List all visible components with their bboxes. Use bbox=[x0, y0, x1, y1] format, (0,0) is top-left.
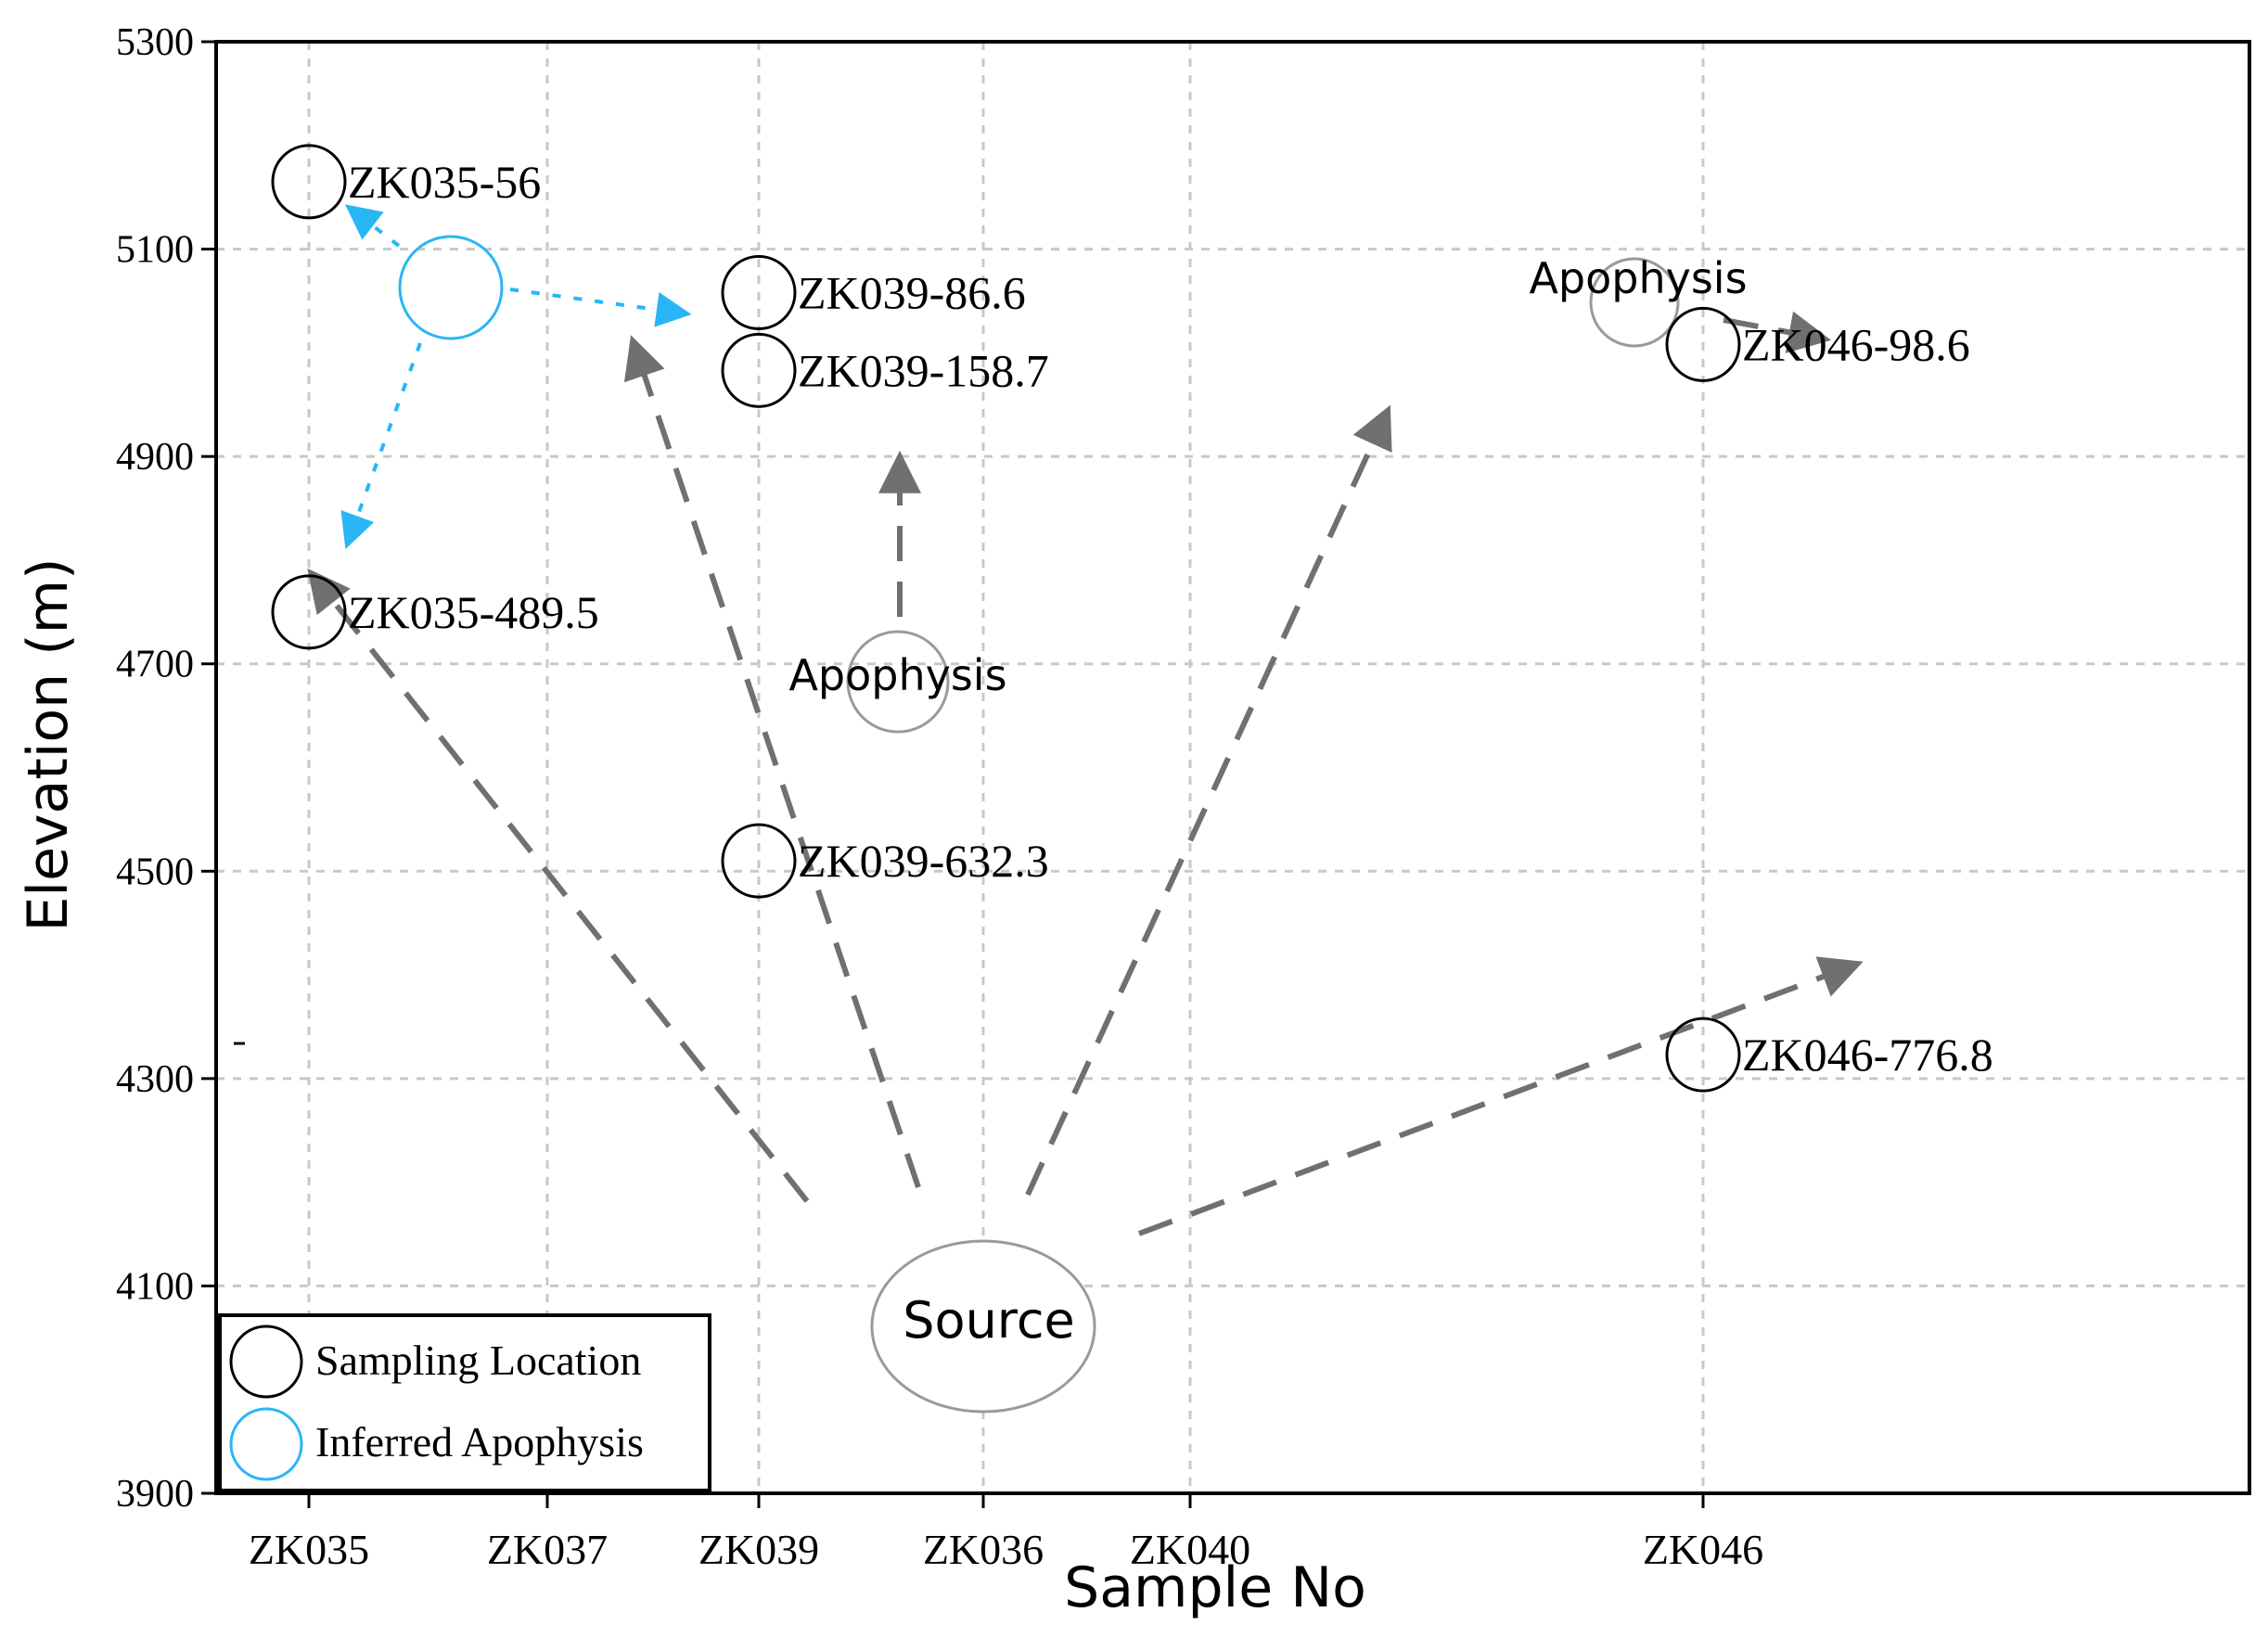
flow-arrow bbox=[1723, 311, 1832, 353]
apophysis-circle bbox=[1589, 257, 1680, 348]
y-tick-label: 4900 bbox=[116, 436, 194, 479]
y-tick-label: 3900 bbox=[116, 1473, 194, 1516]
sample-label: ZK039-158.7 bbox=[798, 344, 1049, 396]
inferred-arrow bbox=[340, 342, 422, 550]
plot-frame bbox=[214, 40, 2251, 1495]
x-tick-label: ZK035 bbox=[249, 1526, 369, 1573]
inferred-arrow bbox=[509, 288, 692, 327]
inferred-arrow bbox=[344, 204, 401, 248]
sample-label: ZK039-86.6 bbox=[798, 267, 1026, 319]
flow-arrow bbox=[307, 568, 810, 1203]
sample-point bbox=[721, 332, 797, 408]
sample-label: ZK035-489.5 bbox=[348, 586, 599, 638]
y-tick-label: 5300 bbox=[116, 21, 194, 64]
sample-label: ZK039-632.3 bbox=[798, 835, 1049, 887]
flow-arrows bbox=[307, 311, 1864, 1236]
y-tick-label: 4700 bbox=[116, 644, 194, 686]
sample-label: ZK046-98.6 bbox=[1742, 318, 1970, 370]
x-tick-label: ZK036 bbox=[923, 1526, 1044, 1573]
legend-box bbox=[218, 1313, 711, 1492]
x-tick-label: ZK039 bbox=[698, 1526, 819, 1573]
sample-point bbox=[721, 255, 797, 331]
x-axis: ZK035 ZK037 ZK039 ZK036 ZK040 ZK046 bbox=[249, 1493, 1763, 1573]
legend: Sampling Location Inferred Apophysis bbox=[218, 1313, 711, 1492]
sample-label: ZK035-56 bbox=[348, 156, 541, 208]
flow-arrow bbox=[1137, 956, 1864, 1236]
inferred-arrows bbox=[340, 204, 692, 550]
flow-arrow bbox=[1025, 404, 1392, 1197]
y-tick-label: 4100 bbox=[116, 1265, 194, 1308]
apophysis-label: Apophysis bbox=[1529, 253, 1747, 303]
y-tick-label: 4300 bbox=[116, 1058, 194, 1101]
x-axis-label: Sample No bbox=[1064, 1555, 1366, 1620]
apophysis-circle bbox=[846, 630, 950, 734]
x-tick-label: ZK040 bbox=[1130, 1526, 1250, 1573]
sample-point bbox=[1665, 306, 1741, 382]
y-tick-label: 5100 bbox=[116, 229, 194, 272]
legend-sampling-symbol bbox=[229, 1324, 303, 1399]
inferred-apophysis-circle bbox=[398, 235, 504, 340]
sample-point bbox=[1665, 1017, 1741, 1093]
y-axis: 3900 4100 4300 4500 4700 4900 5100 5300 bbox=[116, 21, 216, 1516]
y-axis-label: Elevation (m) bbox=[16, 557, 81, 931]
source-ellipse bbox=[870, 1239, 1096, 1414]
flow-arrow bbox=[623, 335, 921, 1188]
apophysis-label: Apophysis bbox=[788, 650, 1006, 700]
x-tick-label: ZK037 bbox=[487, 1526, 608, 1573]
legend-sampling-label: Sampling Location bbox=[315, 1337, 641, 1384]
sample-point bbox=[271, 574, 347, 650]
x-tick-label: ZK046 bbox=[1643, 1526, 1763, 1573]
sample-point bbox=[721, 823, 797, 899]
sample-point bbox=[271, 144, 347, 220]
source-label: Source bbox=[903, 1291, 1074, 1350]
grid bbox=[216, 42, 2249, 1493]
legend-inferred-symbol bbox=[229, 1407, 303, 1481]
sample-label: ZK046-776.8 bbox=[1742, 1029, 1993, 1081]
legend-inferred-label: Inferred Apophysis bbox=[315, 1418, 644, 1465]
y-tick-label: 4500 bbox=[116, 851, 194, 893]
